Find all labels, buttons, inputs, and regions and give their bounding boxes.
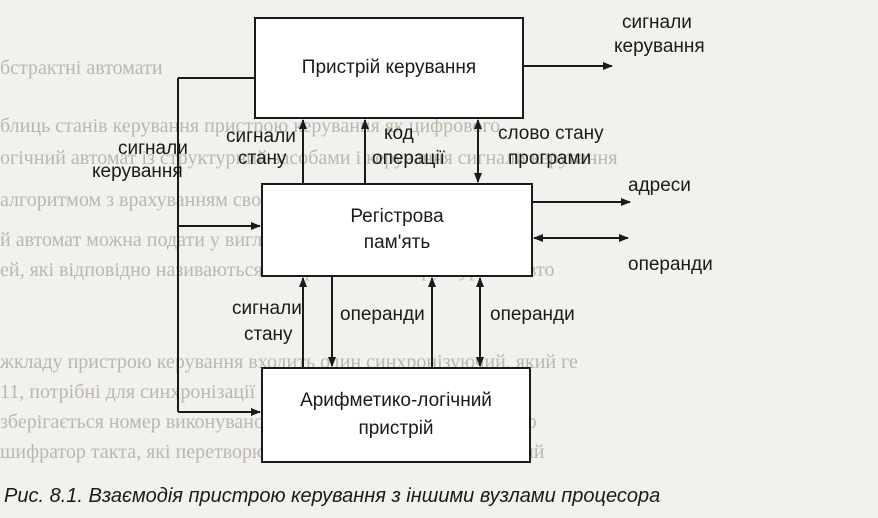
state-signals-bottom-label-line2: стану — [244, 324, 293, 345]
operands-right-label: операнди — [628, 254, 713, 275]
figure-caption: Рис. 8.1. Взаємодія пристрою керування з… — [4, 485, 660, 507]
bleed-line-2: блиць станів керування пристрою керуванн… — [0, 115, 500, 137]
alu-label-line2: пристрій — [358, 418, 433, 439]
register-memory-label-line1: Регістрова — [350, 206, 444, 227]
register-memory-label-line2: пам'ять — [364, 232, 431, 253]
state-signals-top-label-line2: стану — [238, 148, 287, 169]
program-status-word-label-line1: слово стану — [498, 123, 604, 144]
control-unit-label: Пристрій керування — [302, 57, 476, 78]
register-memory-block — [261, 183, 533, 277]
state-signals-bottom-label-line1: сигнали — [232, 298, 302, 319]
opcode-label-line2: операції — [372, 148, 446, 169]
control-signals-out-label-line2: керування — [614, 36, 705, 57]
control-signals-left-label-line1: сигнали — [118, 138, 188, 159]
bleed-line-3: огічний автомат із структурний засобами … — [0, 147, 617, 169]
operands-mid-right-label: операнди — [490, 304, 575, 325]
control-unit-block — [254, 17, 524, 119]
operands-mid-left-label: операнди — [340, 304, 425, 325]
alu-label-line1: Арифметико-логічний — [300, 390, 492, 411]
bleed-line-1: бстрактні автомати — [0, 57, 163, 79]
state-signals-top-label-line1: сигнали — [226, 126, 296, 147]
control-signals-left-label-line2: керування — [92, 161, 183, 182]
control-signals-out-label-line1: сигнали — [622, 12, 692, 33]
addresses-label: адреси — [628, 175, 691, 196]
alu-block — [261, 367, 531, 463]
opcode-label-line1: код — [384, 123, 414, 144]
program-status-word-label-line2: програми — [508, 148, 591, 169]
